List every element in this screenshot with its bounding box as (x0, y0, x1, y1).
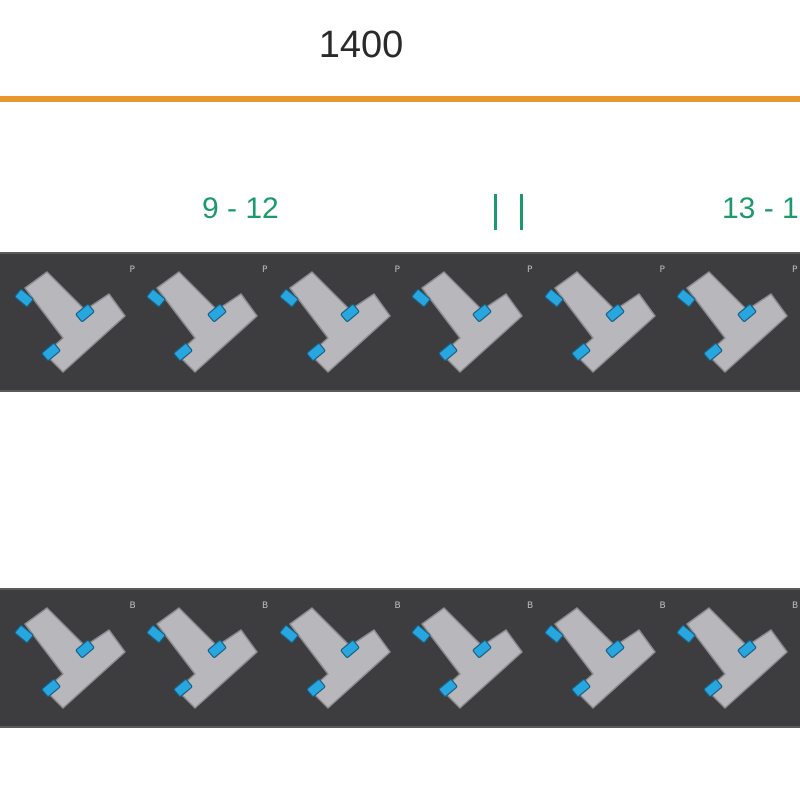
earth-pin (544, 625, 563, 643)
outlet-marker: P (792, 265, 798, 275)
power-outlet: P (535, 254, 669, 390)
socket-icon (676, 607, 788, 709)
socket-icon (544, 271, 656, 373)
socket-body (686, 607, 788, 709)
live-pin (605, 304, 624, 322)
socket-icon (146, 271, 258, 373)
outlet-marker: B (659, 601, 666, 611)
outlet-marker: P (129, 265, 135, 275)
neutral-pin (438, 679, 458, 697)
outlet-marker: B (394, 601, 401, 611)
outlet-marker: B (527, 601, 534, 611)
outlet-marker: B (262, 601, 269, 611)
neutral-pin (306, 343, 325, 361)
outlet-marker: P (527, 265, 533, 275)
socket-body (23, 607, 126, 709)
earth-pin (544, 289, 563, 307)
earth-pin (279, 289, 298, 307)
neutral-pin (173, 679, 193, 697)
live-pin (737, 640, 757, 658)
outlet-marker: B (129, 601, 136, 611)
earth-pin (676, 289, 696, 307)
live-pin (605, 640, 624, 658)
socket-icon (279, 607, 391, 709)
neutral-pin (41, 679, 60, 697)
live-pin (75, 304, 94, 322)
socket-body (156, 607, 258, 709)
power-outlet: B (270, 590, 404, 726)
earth-pin (14, 289, 33, 307)
neutral-pin (438, 343, 458, 361)
power-outlet: P (270, 254, 404, 390)
neutral-pin (41, 343, 60, 361)
socket-icon (676, 271, 788, 373)
power-outlet: B (535, 590, 669, 726)
earth-pin (411, 625, 431, 643)
live-pin (737, 304, 757, 322)
socket-body (156, 271, 258, 373)
group-label-13: 13 - 1 (722, 192, 799, 225)
neutral-pin (703, 343, 723, 361)
power-outlet: P (137, 254, 271, 390)
power-outlet: B (137, 590, 271, 726)
neutral-pin (306, 679, 325, 697)
socket-icon (544, 607, 656, 709)
power-outlet: P (402, 254, 536, 390)
socket-icon (411, 271, 523, 373)
neutral-pin (571, 679, 590, 697)
socket-body (288, 607, 391, 709)
socket-body (553, 607, 656, 709)
outlet-marker: P (659, 265, 665, 275)
earth-pin (676, 625, 696, 643)
group-label-9-12: 9 - 12 (202, 192, 279, 225)
earth-pin (411, 289, 431, 307)
power-outlet: P (5, 254, 139, 390)
live-pin (207, 640, 227, 658)
earth-pin (146, 625, 166, 643)
earth-pin (14, 625, 33, 643)
socket-icon (411, 607, 523, 709)
socket-body (421, 271, 523, 373)
live-pin (340, 304, 359, 322)
live-pin (340, 640, 359, 658)
socket-body (421, 607, 523, 709)
socket-icon (146, 607, 258, 709)
live-pin (472, 640, 492, 658)
socket-body (686, 271, 788, 373)
outlet-marker: B (792, 601, 799, 611)
neutral-pin (703, 679, 723, 697)
neutral-pin (173, 343, 193, 361)
earth-pin (279, 625, 298, 643)
outlet-marker: P (394, 265, 400, 275)
neutral-pin (571, 343, 590, 361)
socket-icon (14, 607, 126, 709)
power-outlet: P (667, 254, 800, 390)
live-pin (472, 304, 492, 322)
socket-icon (279, 271, 391, 373)
separator-bar-left (494, 194, 497, 230)
earth-pin (146, 289, 166, 307)
power-outlet: B (402, 590, 536, 726)
socket-icon (14, 271, 126, 373)
socket-body (288, 271, 391, 373)
socket-body (553, 271, 656, 373)
dimension-label: 1400 (318, 24, 404, 66)
dimension-line (0, 96, 800, 102)
live-pin (75, 640, 94, 658)
socket-body (23, 271, 126, 373)
separator-bar-right (520, 194, 523, 230)
power-outlet: B (667, 590, 800, 726)
live-pin (207, 304, 227, 322)
power-outlet: B (5, 590, 139, 726)
outlet-marker: P (262, 265, 268, 275)
